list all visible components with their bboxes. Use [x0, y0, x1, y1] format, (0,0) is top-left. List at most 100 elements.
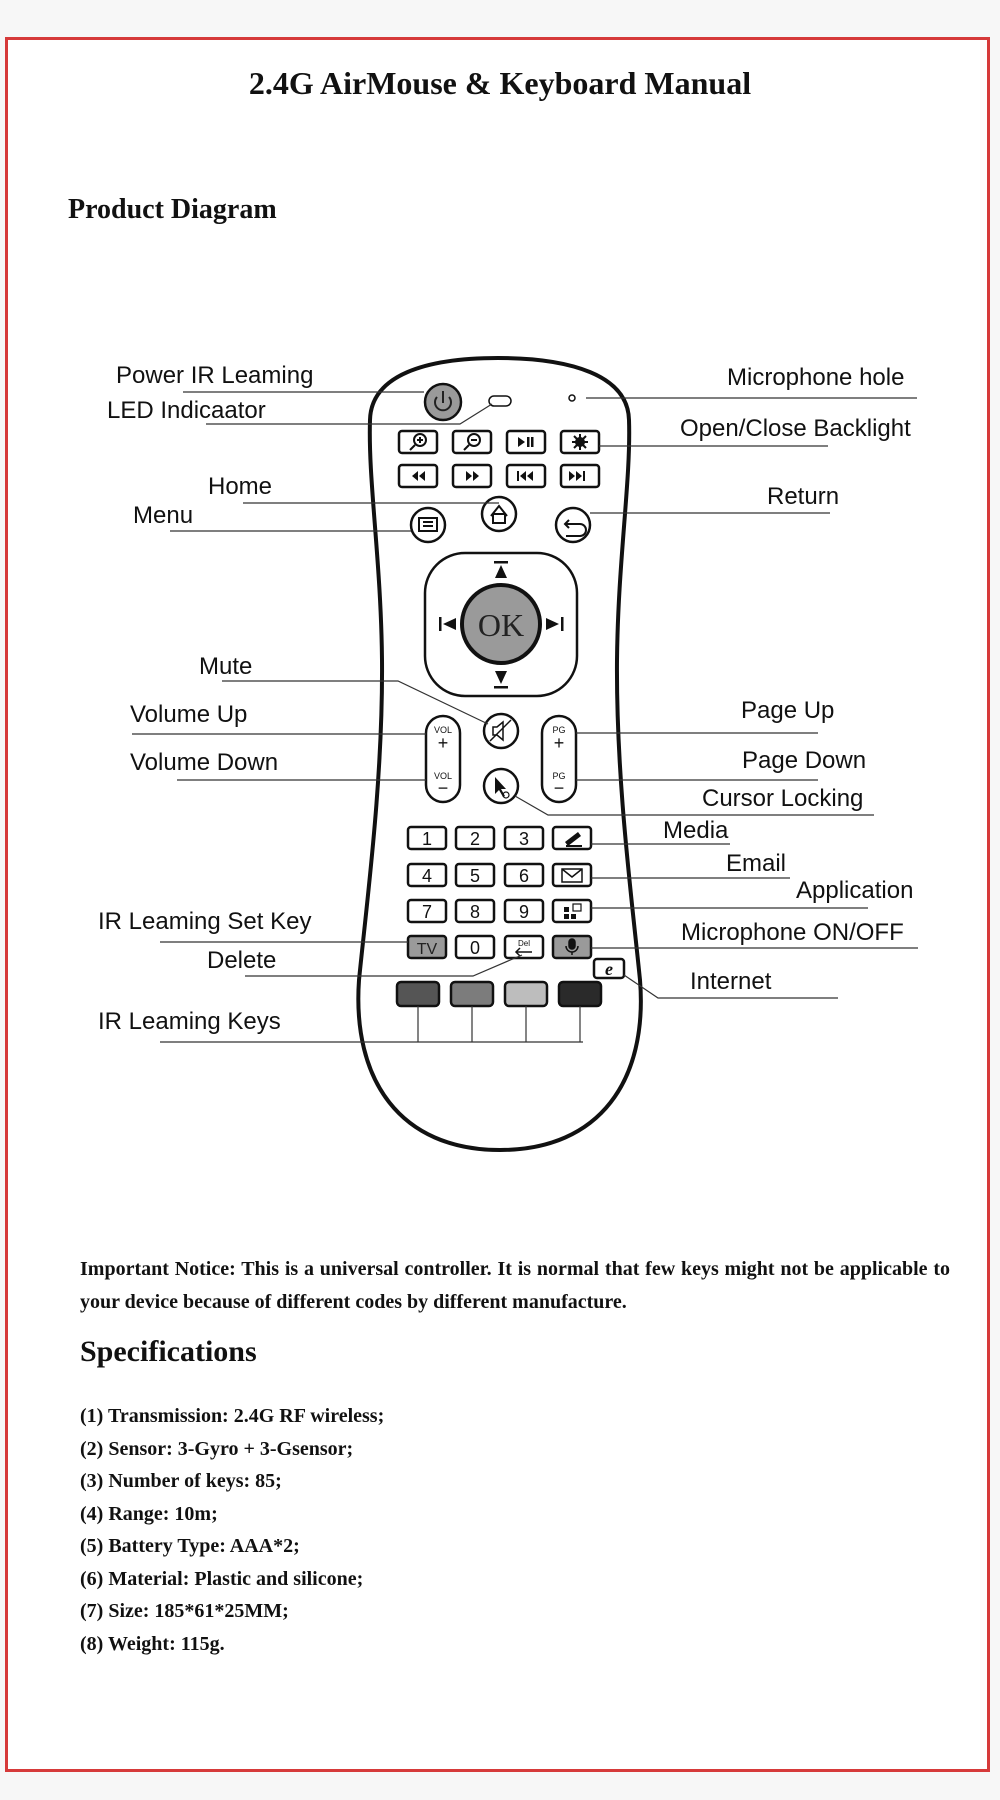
- pg-plus: +: [554, 733, 565, 753]
- label-page-down: Page Down: [742, 747, 866, 774]
- volume-rocker[interactable]: [424, 714, 462, 804]
- key-7-label: 7: [422, 902, 432, 922]
- manual-title: 2.4G AirMouse & Keyboard Manual: [248, 65, 752, 101]
- pg-minus: −: [554, 778, 565, 798]
- fast-forward-icon: [466, 471, 479, 481]
- power-icon: [434, 391, 452, 412]
- email-icon: [561, 868, 583, 883]
- vol-up-label: VOL: [434, 725, 452, 735]
- tv-label: TV: [417, 941, 438, 958]
- spec-item: (5) Battery Type: AAA*2;: [80, 1535, 300, 1557]
- media-icon: [565, 832, 582, 847]
- key-8-label: 8: [470, 902, 480, 922]
- spec-item: (8) Weight: 115g.: [80, 1632, 225, 1655]
- led-indicator: [488, 395, 512, 407]
- ok-button[interactable]: [460, 583, 542, 665]
- backlight-icon: [572, 434, 588, 450]
- microphone-hole: [568, 394, 576, 402]
- label-backlight: Open/Close Backlight: [680, 415, 911, 442]
- label-ir-keys: IR Leaming Keys: [98, 1008, 281, 1035]
- vol-down-label: VOL: [434, 771, 452, 781]
- next-icon: [569, 471, 585, 481]
- return-icon: [563, 519, 587, 537]
- specifications-heading: Specifications: [80, 1335, 257, 1368]
- spec-item: (7) Size: 185*61*25MM;: [80, 1600, 289, 1622]
- key-9-label: 9: [519, 902, 529, 922]
- menu-icon: [418, 517, 438, 532]
- label-volume-down: Volume Down: [130, 749, 278, 776]
- label-cursor-locking: Cursor Locking: [702, 785, 863, 812]
- key-2-label: 2: [470, 829, 480, 849]
- tv-button[interactable]: [406, 934, 448, 960]
- previous-icon: [517, 471, 533, 481]
- delete-button[interactable]: [503, 934, 545, 960]
- label-delete: Delete: [207, 947, 276, 974]
- specifications-list: (1) Transmission: 2.4G RF wireless; (2) …: [80, 1400, 384, 1660]
- label-media: Media: [663, 817, 729, 844]
- delete-arrow-icon: [514, 947, 532, 957]
- zoom-in-button[interactable]: [397, 429, 439, 455]
- ir-key-1[interactable]: [395, 980, 441, 1008]
- del-label: Del: [518, 939, 530, 948]
- label-mute: Mute: [199, 653, 252, 680]
- key-4[interactable]: [406, 862, 448, 888]
- vol-minus: −: [438, 778, 449, 798]
- label-application: Application: [796, 877, 913, 904]
- dpad-arrows: [439, 561, 564, 689]
- pg-down-label: PG: [552, 771, 565, 781]
- label-menu: Menu: [133, 502, 193, 529]
- key-2[interactable]: [454, 825, 496, 851]
- spec-item: (6) Material: Plastic and silicone;: [80, 1567, 364, 1590]
- label-home: Home: [208, 473, 272, 500]
- cursor-lock-icon: [495, 777, 510, 799]
- play-pause-button[interactable]: [505, 429, 547, 455]
- label-ir-set-key: IR Leaming Set Key: [98, 908, 311, 935]
- key-4-label: 4: [422, 866, 432, 886]
- spec-item: (3) Number of keys: 85;: [80, 1470, 282, 1492]
- label-internet: Internet: [690, 968, 772, 995]
- ir-key-2[interactable]: [449, 980, 495, 1008]
- key-5[interactable]: [454, 862, 496, 888]
- label-email: Email: [726, 850, 786, 877]
- label-microphone-hole: Microphone hole: [727, 364, 904, 391]
- key-3-label: 3: [519, 829, 529, 849]
- label-microphone-onoff: Microphone ON/OFF: [681, 919, 904, 946]
- key-0-label: 0: [470, 938, 480, 958]
- key-0[interactable]: [454, 934, 496, 960]
- microphone-icon: [565, 938, 579, 955]
- key-3[interactable]: [503, 825, 545, 851]
- ir-key-3[interactable]: [503, 980, 549, 1008]
- key-1[interactable]: [406, 825, 448, 851]
- spec-item: (1) Transmission: 2.4G RF wireless;: [80, 1405, 385, 1427]
- spec-item: (2) Sensor: 3-Gyro + 3-Gsensor;: [80, 1437, 354, 1460]
- internet-icon: e: [605, 959, 613, 979]
- home-icon: [490, 504, 508, 524]
- leader-lines: [132, 391, 918, 1043]
- key-6[interactable]: [503, 862, 545, 888]
- play-pause-icon: [518, 437, 534, 447]
- page-rocker[interactable]: [540, 714, 578, 804]
- spec-item: (4) Range: 10m;: [80, 1502, 218, 1525]
- important-notice: Important Notice: This is a universal co…: [80, 1258, 950, 1313]
- label-volume-up: Volume Up: [130, 701, 247, 728]
- product-diagram-heading: Product Diagram: [68, 194, 277, 225]
- key-1-label: 1: [422, 829, 432, 849]
- key-5-label: 5: [470, 866, 480, 886]
- mute-icon: [489, 719, 512, 742]
- key-9[interactable]: [503, 898, 545, 924]
- remote-diagram: OK VOL + − VOL PG + PG − 1 2 3 4 5 6 7 8…: [98, 355, 918, 1153]
- pg-up-label: PG: [552, 725, 565, 735]
- label-return: Return: [767, 483, 839, 510]
- key-8[interactable]: [454, 898, 496, 924]
- label-power: Power IR Leaming: [116, 362, 313, 389]
- rewind-icon: [412, 471, 425, 481]
- key-7[interactable]: [406, 898, 448, 924]
- ok-label: OK: [478, 607, 524, 643]
- ir-key-4[interactable]: [557, 980, 603, 1008]
- application-icon: [564, 903, 582, 919]
- zoom-out-button[interactable]: [451, 429, 493, 455]
- internet-button[interactable]: [592, 957, 626, 980]
- zoom-in-icon: [409, 433, 427, 451]
- zoom-out-icon: [463, 433, 481, 451]
- key-6-label: 6: [519, 866, 529, 886]
